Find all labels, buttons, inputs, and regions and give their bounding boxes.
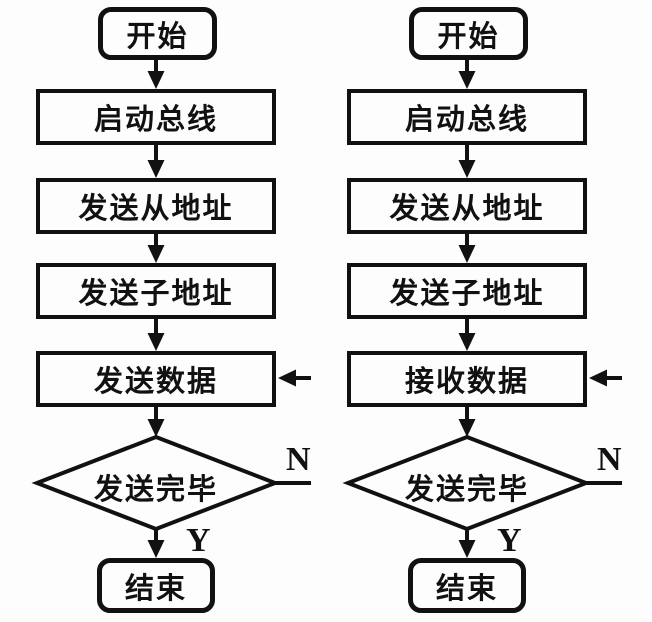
process-step-send-slave-address: 发送从地址	[347, 178, 587, 234]
flowchart-receive: 开始 启动总线 发送从地址 发送子地址 接收数据 发送完毕 N Y 结束	[311, 0, 622, 622]
decision-diamond-label: 发送完毕	[404, 474, 529, 506]
loop-back-line	[586, 376, 622, 485]
process-step-send-sub-address: 发送子地址	[36, 263, 276, 319]
process-step-send-data: 发送数据	[36, 351, 276, 407]
decision-diamond-label: 发送完毕	[93, 474, 218, 506]
process-step-start-bus: 启动总线	[36, 89, 276, 145]
no-edge-label: N	[597, 441, 622, 478]
process-step-send-sub-address: 发送子地址	[347, 263, 587, 319]
process-step-receive-data: 接收数据	[347, 351, 587, 407]
arrow-heads	[458, 71, 607, 558]
connector-lines	[31, 60, 311, 558]
connector-lines	[342, 60, 622, 558]
yes-edge-label: Y	[497, 522, 522, 559]
start-node: 开始	[98, 7, 217, 60]
yes-edge-label: Y	[186, 522, 211, 559]
start-node: 开始	[409, 7, 528, 60]
process-step-start-bus: 启动总线	[347, 89, 587, 145]
end-node: 结束	[97, 558, 215, 613]
loop-back-line	[275, 376, 311, 485]
flowchart-send: 开始 启动总线 发送从地址 发送子地址 发送数据 发送完毕 N Y 结束	[0, 0, 311, 622]
end-node: 结束	[408, 558, 526, 613]
process-step-send-slave-address: 发送从地址	[36, 178, 276, 234]
no-edge-label: N	[286, 441, 311, 478]
arrow-heads	[147, 71, 296, 558]
